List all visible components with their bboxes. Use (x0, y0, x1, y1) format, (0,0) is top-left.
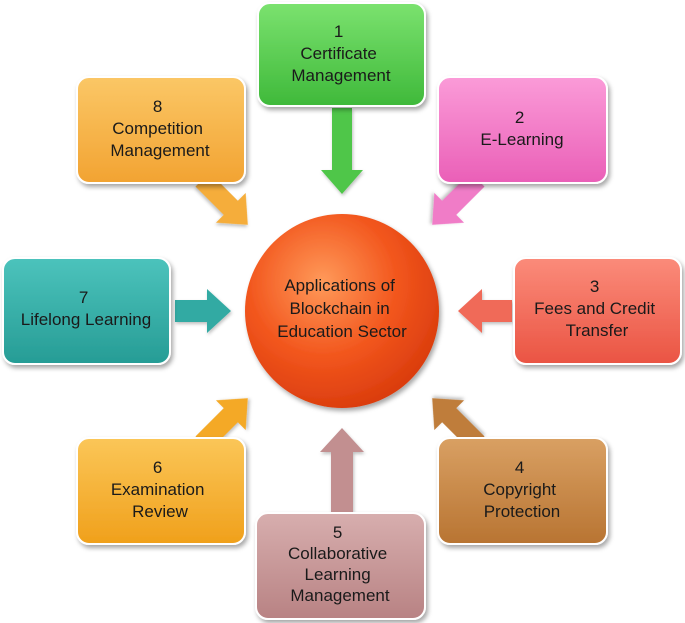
node-label: 5 Collaborative Learning Management (288, 523, 392, 605)
node-label: 4 Copyright Protection (483, 458, 561, 521)
node-label-line: Collaborative (288, 544, 387, 563)
node-examination-review: 6 Examination Review (76, 437, 246, 545)
node-certificate-management: 1 Certificate Management (257, 2, 426, 107)
arrow-from-lifelong-learning (175, 289, 231, 333)
node-number: 3 (590, 277, 599, 296)
node-number: 8 (153, 97, 162, 116)
node-label-line: Examination (111, 480, 205, 499)
node-label-line: E-Learning (480, 130, 563, 149)
center-label-line-2: Blockchain in (290, 299, 390, 318)
node-label-line: Management (291, 66, 391, 85)
node-label-line: Transfer (566, 321, 629, 340)
node-label-line: Certificate (300, 44, 377, 63)
node-box (437, 437, 608, 545)
node-fees-and-credit-transfer: 3 Fees and Credit Transfer (513, 257, 682, 365)
node-number: 7 (79, 288, 88, 307)
node-box (76, 437, 246, 545)
node-label-line: Protection (484, 502, 561, 521)
node-lifelong-learning: 7 Lifelong Learning (2, 257, 171, 365)
node-label-line: Learning (305, 565, 371, 584)
node-label-line: Management (110, 141, 210, 160)
node-box (257, 2, 426, 107)
arrow-from-fees-and-credit-transfer (458, 289, 512, 333)
node-competition-management: 8 Competition Management (76, 76, 246, 184)
node-label-line: Copyright (483, 480, 556, 499)
node-box (255, 512, 426, 620)
center-circle (245, 214, 439, 408)
node-number: 2 (515, 108, 524, 127)
node-e-learning: 2 E-Learning (437, 76, 608, 184)
center-label-line-1: Applications of (284, 276, 395, 295)
node-label-line: Management (290, 586, 390, 605)
node-label: 6 Examination Review (111, 458, 209, 521)
node-label-line: Review (132, 502, 188, 521)
node-number: 6 (153, 458, 162, 477)
node-label: 2 E-Learning (480, 108, 563, 149)
node-label: 3 Fees and Credit Transfer (534, 277, 660, 340)
node-label: 7 Lifelong Learning (21, 288, 151, 329)
node-number: 5 (333, 523, 342, 542)
node-box (513, 257, 682, 365)
node-label-line: Lifelong Learning (21, 310, 151, 329)
node-label-line: Competition (112, 119, 203, 138)
node-box (437, 76, 608, 184)
node-label: 8 Competition Management (110, 97, 210, 160)
node-collaborative-learning-management: 5 Collaborative Learning Management (255, 512, 426, 620)
center-label-line-3: Education Sector (277, 322, 407, 341)
node-label-line: Fees and Credit (534, 299, 655, 318)
node-box (76, 76, 246, 184)
arrow-from-certificate-management (321, 108, 363, 194)
node-label: 1 Certificate Management (291, 22, 391, 85)
center-label: Applications of Blockchain in Education … (277, 276, 407, 341)
center-node: Applications of Blockchain in Education … (245, 214, 439, 408)
arrow-from-e-learning (432, 172, 485, 225)
node-number: 4 (515, 458, 524, 477)
node-number: 1 (334, 22, 343, 41)
arrow-from-collaborative-learning-management (320, 428, 364, 512)
arrow-from-competition-management (195, 172, 248, 225)
node-copyright-protection: 4 Copyright Protection (437, 437, 608, 545)
node-box (2, 257, 171, 365)
